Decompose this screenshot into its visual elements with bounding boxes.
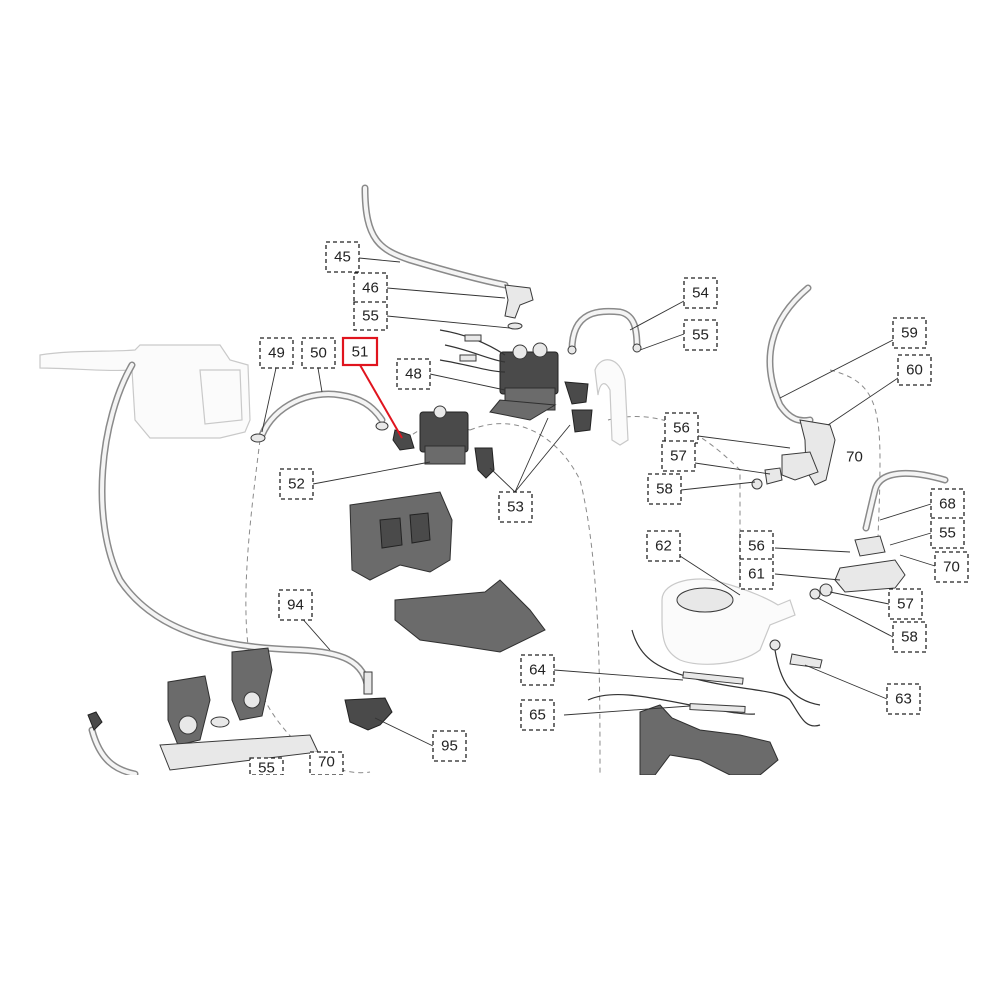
callout-53: 53: [498, 491, 533, 523]
svg-text:94: 94: [287, 597, 304, 614]
callout-49: 49: [259, 337, 294, 369]
parts: [87, 284, 906, 776]
svg-text:55: 55: [939, 525, 956, 542]
leader-lines: [261, 257, 936, 747]
svg-text:65: 65: [529, 707, 546, 724]
bottom-whitespace: [0, 775, 1000, 1000]
callout-62: 62: [646, 530, 681, 562]
callout-56: 56: [664, 412, 699, 444]
callout-63: 63: [886, 683, 921, 715]
water-tank-ghost: [39, 344, 251, 439]
svg-text:62: 62: [655, 538, 672, 555]
svg-text:49: 49: [268, 345, 285, 362]
callout-55: 55: [683, 319, 718, 351]
svg-text:55: 55: [258, 760, 275, 777]
svg-text:55: 55: [362, 308, 379, 325]
callout-95: 95: [432, 730, 467, 762]
svg-text:61: 61: [748, 566, 765, 583]
svg-text:50: 50: [310, 345, 327, 362]
hoses: [88, 184, 949, 778]
svg-text:64: 64: [529, 662, 546, 679]
callout-60: 60: [897, 354, 932, 386]
callout-57: 57: [888, 588, 923, 620]
svg-text:55: 55: [692, 327, 709, 344]
svg-text:57: 57: [897, 596, 914, 613]
callout-labels: 45 46 55 49 50 51 48 52 53 54 55 59 60 5…: [249, 241, 969, 777]
svg-text:95: 95: [441, 738, 458, 755]
callout-46: 46: [353, 272, 388, 304]
svg-text:70: 70: [943, 559, 960, 576]
callout-65: 65: [520, 699, 555, 731]
callout-59: 59: [892, 317, 927, 349]
callout-52: 52: [279, 468, 314, 500]
callout-57: 57: [661, 440, 696, 472]
svg-text:59: 59: [901, 325, 918, 342]
callout-45: 45: [325, 241, 360, 273]
svg-text:45: 45: [334, 249, 351, 266]
svg-text:60: 60: [906, 362, 923, 379]
callout-54: 54: [683, 277, 718, 309]
svg-text:68: 68: [939, 496, 956, 513]
callout-61: 61: [739, 558, 774, 590]
callout-55: 55: [249, 757, 284, 777]
callout-50: 50: [301, 337, 336, 369]
svg-text:57: 57: [670, 448, 687, 465]
callout-55: 55: [353, 301, 388, 331]
callout-70: 70: [838, 442, 871, 472]
svg-text:56: 56: [673, 420, 690, 437]
svg-text:52: 52: [288, 476, 305, 493]
callout-70: 70: [934, 551, 969, 583]
callout-55: 55: [930, 517, 965, 549]
callout-58: 58: [647, 473, 682, 505]
callout-58: 58: [892, 621, 927, 653]
callout-64: 64: [520, 654, 555, 686]
svg-text:70: 70: [318, 754, 335, 771]
svg-text:58: 58: [901, 629, 918, 646]
callout-51-highlighted: 51: [341, 336, 379, 367]
callout-68: 68: [930, 488, 965, 520]
callout-48: 48: [396, 358, 431, 390]
assembly-guide-lines: [245, 369, 881, 776]
svg-text:46: 46: [362, 280, 379, 297]
svg-text:53: 53: [507, 499, 524, 516]
callout-56: 56: [739, 530, 774, 562]
svg-text:58: 58: [656, 481, 673, 498]
svg-text:56: 56: [748, 538, 765, 555]
callout-70: 70: [309, 751, 344, 776]
svg-text:51: 51: [352, 344, 369, 361]
svg-text:54: 54: [692, 285, 709, 302]
svg-text:48: 48: [405, 366, 422, 383]
callout-94: 94: [278, 589, 313, 621]
svg-text:63: 63: [895, 691, 912, 708]
svg-text:70: 70: [846, 449, 863, 466]
